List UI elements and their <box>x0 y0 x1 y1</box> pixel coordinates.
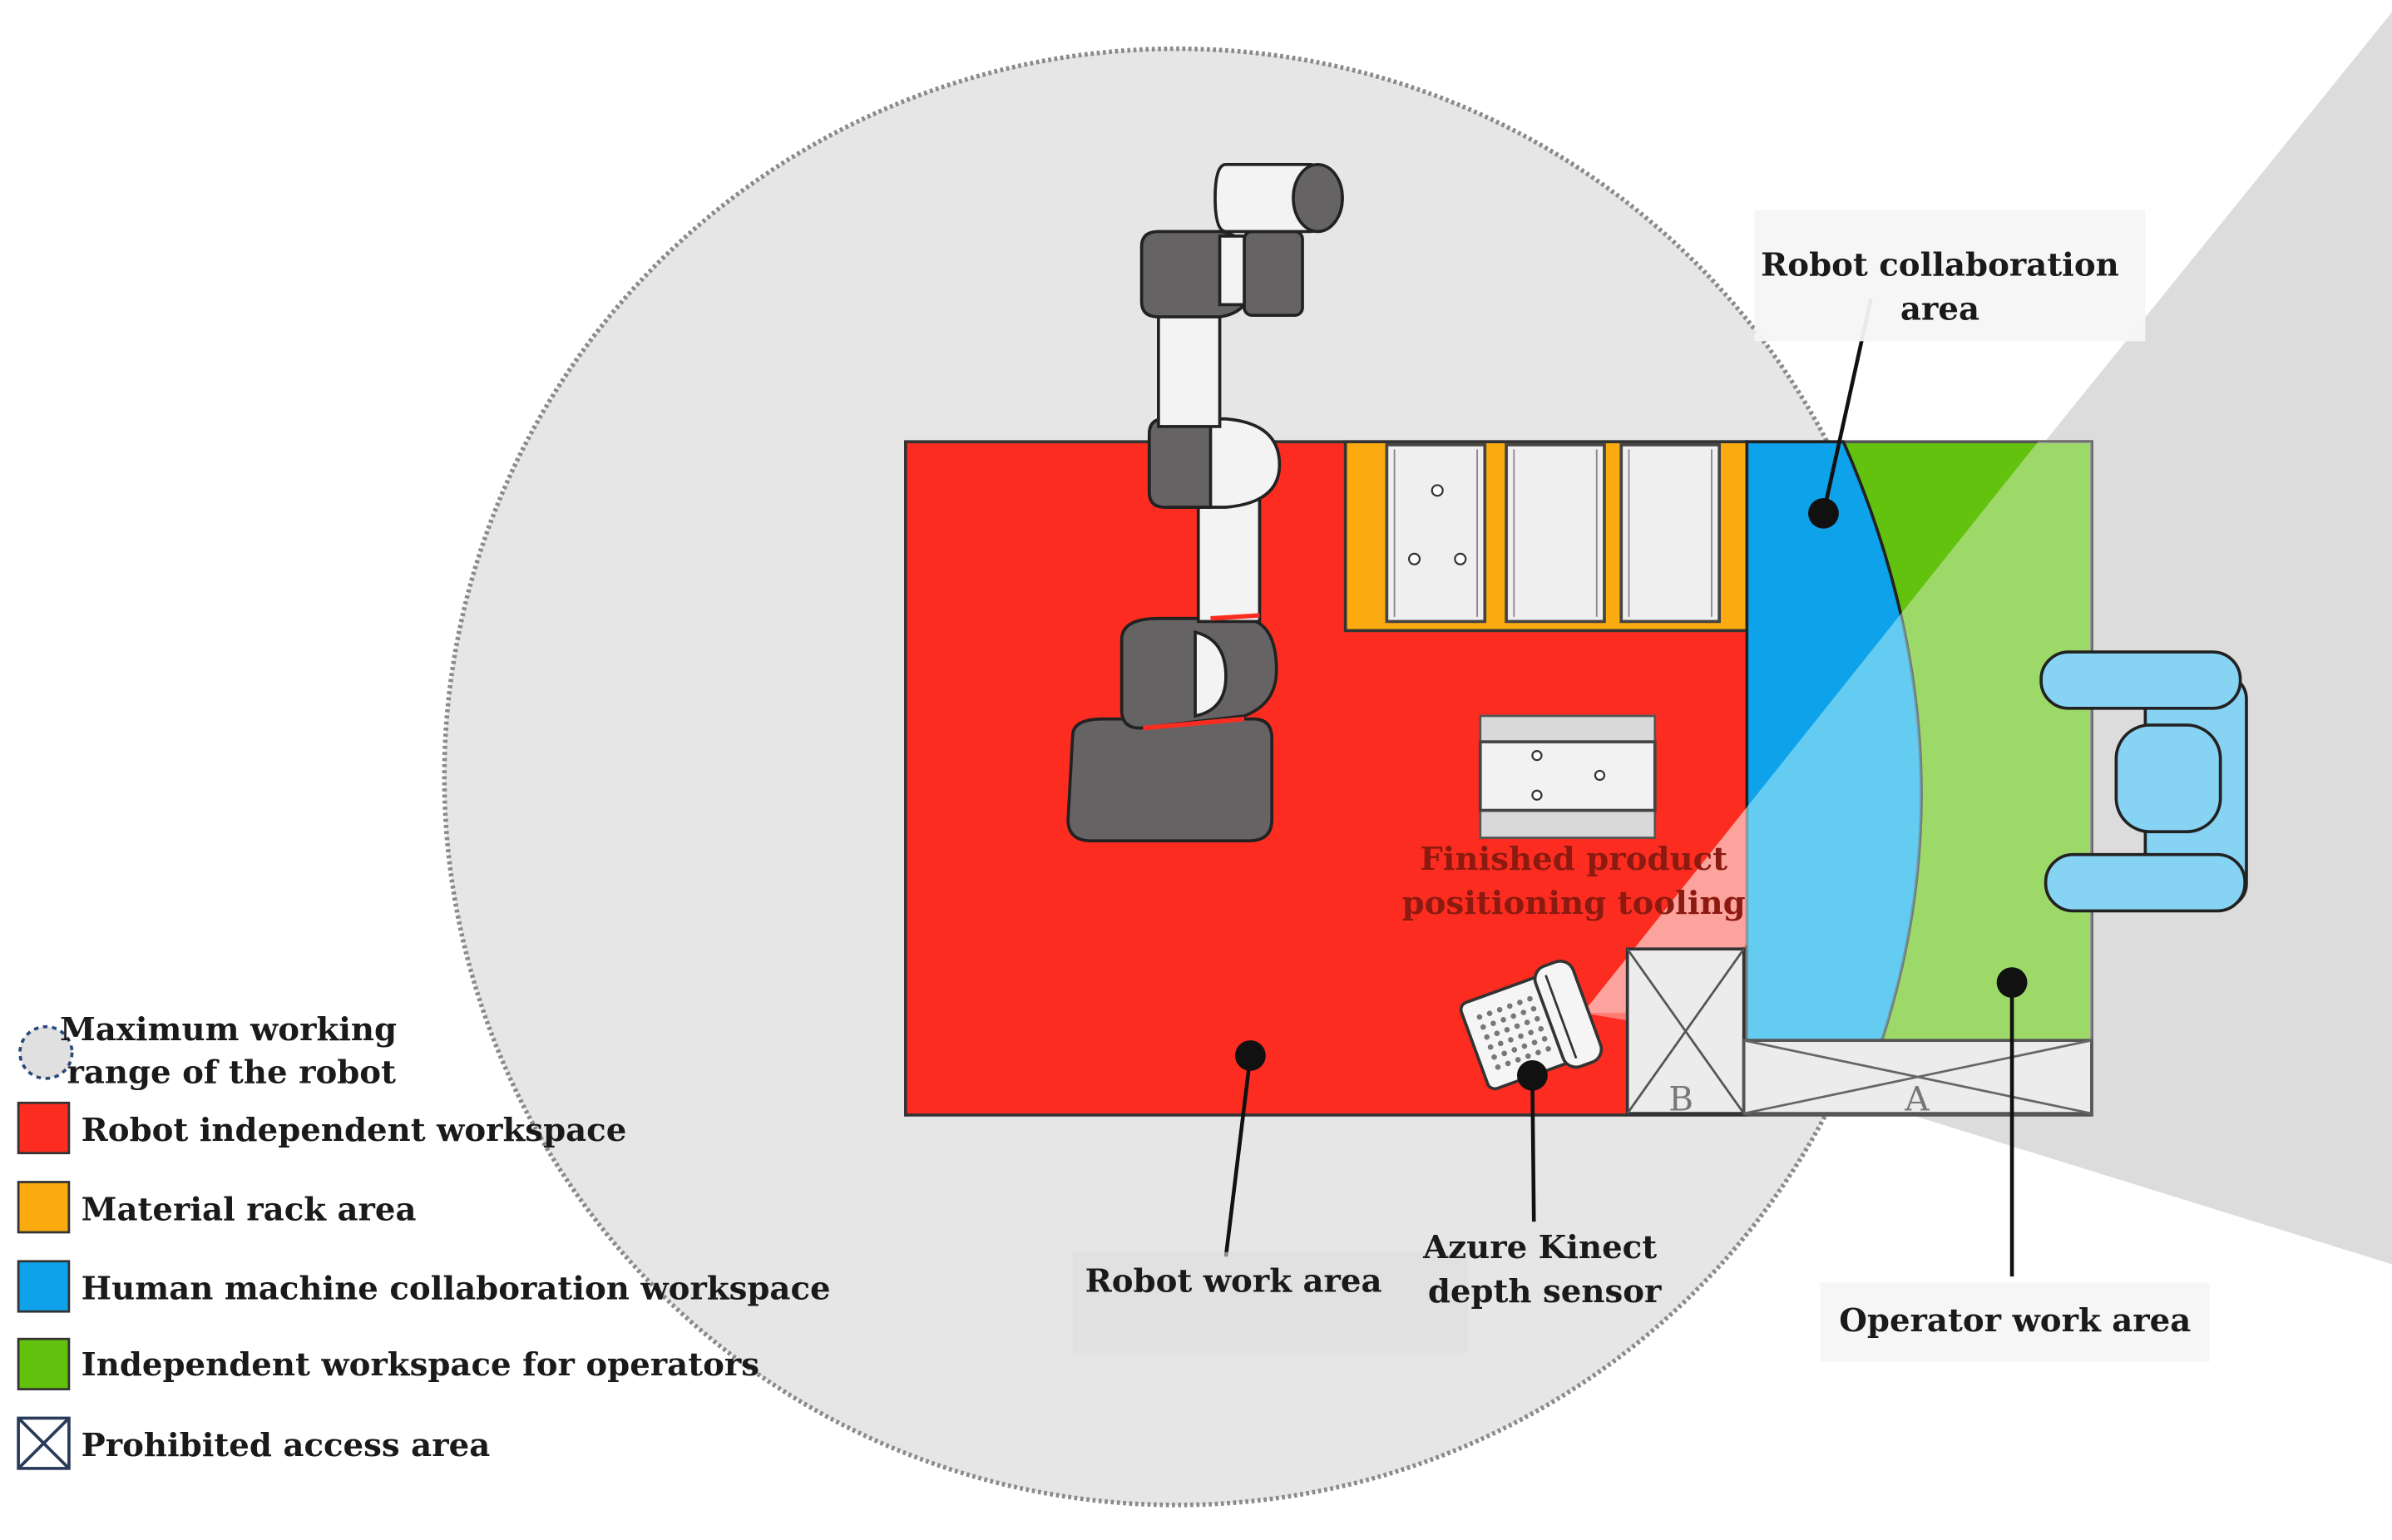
legend-material-swatch <box>17 1181 71 1234</box>
zone-a-letter: A <box>1904 1079 1930 1119</box>
label-finished-product-line1: Finished product <box>1420 841 1727 878</box>
label-robot-work-area: Robot work area <box>1085 1263 1382 1301</box>
label-bg-robot-work-area <box>1072 1251 1469 1353</box>
label-bg-robot-collaboration <box>1754 210 2146 342</box>
legend-prohibited-label: Prohibited access area <box>82 1427 491 1464</box>
rack-slot-1 <box>1385 443 1487 624</box>
robot-arm-icon <box>1066 163 1344 843</box>
prohibited-area-a: A <box>1742 1039 2093 1119</box>
callout-lines <box>1223 298 2014 1277</box>
legend-max-range-line2: range of the robot <box>67 1054 396 1092</box>
label-bg-operator-work-area <box>1820 1282 2210 1362</box>
label-robot-collaboration-line1: Robot collaboration <box>1761 247 2119 284</box>
legend-max-range-line1: Maximum working <box>60 1011 397 1049</box>
legend-collab-label: Human machine collaboration workspace <box>82 1271 831 1308</box>
callout-dot-robot-collaboration <box>1808 498 1839 529</box>
legend-collab-swatch <box>17 1260 71 1313</box>
prohibited-area-b: B <box>1625 947 1746 1119</box>
zone-b-letter: B <box>1668 1079 1693 1119</box>
human-machine-collaboration-workspace <box>1745 440 1923 1042</box>
azure-kinect-sensor-icon <box>1459 960 1604 1091</box>
label-kinect-line2: depth sensor <box>1428 1273 1662 1310</box>
legend-operator-swatch <box>17 1337 71 1391</box>
callout-dot-operator-work-area <box>1996 967 2028 998</box>
rack-slot-3 <box>1619 443 1722 624</box>
legend-robot-label: Robot independent workspace <box>82 1112 627 1149</box>
callout-dot-kinect <box>1516 1059 1548 1091</box>
crossed-box-icon <box>17 1416 71 1470</box>
legend-robot-swatch <box>17 1101 71 1155</box>
operator-chair-icon <box>2039 650 2248 913</box>
label-kinect-line1: Azure Kinect <box>1422 1229 1657 1266</box>
legend-operator-label: Independent workspace for operators <box>82 1346 759 1384</box>
sensor-cone-overlay-operator <box>1583 442 2092 1115</box>
finished-product-tooling <box>1478 714 1657 839</box>
label-robot-collaboration-line2: area <box>1900 291 1979 328</box>
legend-material-label: Material rack area <box>82 1191 417 1228</box>
material-rack-slots <box>1385 443 1722 624</box>
legend-range-swatch <box>18 1024 74 1080</box>
legend: Maximum working range of the robot Robot… <box>17 1011 831 1470</box>
label-operator-work-area: Operator work area <box>1839 1302 2191 1340</box>
rack-slot-2 <box>1505 443 1606 624</box>
callout-dot-robot-work-area <box>1234 1040 1266 1071</box>
label-finished-product-line2: positioning tooling <box>1402 885 1746 922</box>
